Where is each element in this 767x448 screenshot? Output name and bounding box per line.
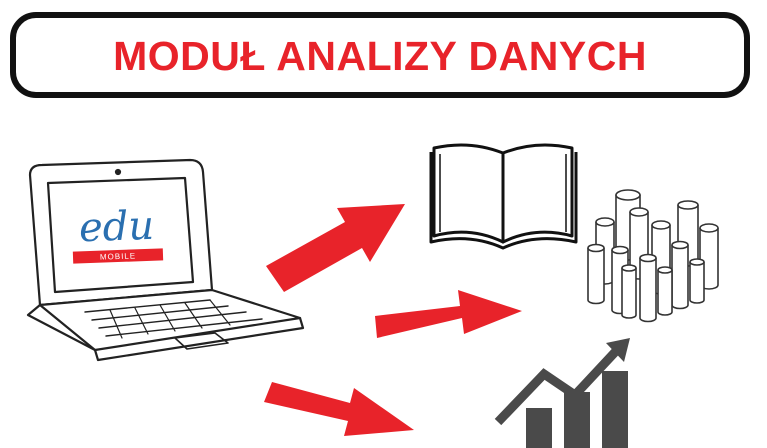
trend-arrowhead — [606, 338, 630, 362]
growth-chart-icon — [494, 338, 630, 448]
title-banner: MODUŁ ANALIZY DANYCH — [10, 12, 750, 98]
arrow-down-right — [264, 382, 414, 436]
chart-bar-2 — [564, 392, 590, 448]
laptop-icon — [26, 158, 305, 362]
arrows — [264, 204, 522, 436]
trend-line — [494, 346, 621, 426]
page-title: MODUŁ ANALIZY DANYCH — [113, 32, 647, 79]
arrow-up-right — [266, 204, 405, 292]
database-cylinders-icon — [587, 189, 719, 323]
edu-logo: edu — [78, 202, 155, 252]
arrow-right — [375, 290, 522, 338]
chart-bar-3 — [602, 371, 628, 448]
book-icon — [429, 143, 578, 250]
chart-bar-1 — [526, 408, 552, 448]
